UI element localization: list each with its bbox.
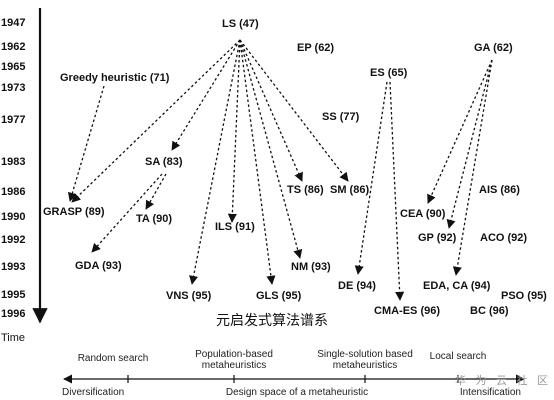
diversification-label: Diversification: [62, 387, 124, 398]
edge-ls-grasp: [71, 39, 241, 203]
node-ep: EP (62): [297, 42, 334, 54]
edge-ls-sa: [171, 39, 241, 151]
edge-greedy-grasp: [67, 85, 105, 202]
node-nm: NM (93): [291, 261, 331, 273]
node-ts: TS (86): [287, 184, 324, 196]
node-ga: GA (62): [474, 42, 513, 54]
category-population-based-line2: metaheuristics: [202, 360, 266, 371]
category-single-solution-line1: Single-solution based: [317, 349, 413, 360]
year-1962: 1962: [1, 41, 25, 53]
node-cea: CEA (90): [400, 208, 446, 220]
node-ls: LS (47): [222, 18, 259, 30]
node-sm: SM (86): [330, 184, 369, 196]
edge-ga-eda: [452, 59, 493, 276]
node-ta: TA (90): [136, 213, 172, 225]
category-local-search: Local search: [430, 351, 487, 362]
node-de: DE (94): [338, 280, 376, 292]
year-1983: 1983: [1, 156, 25, 168]
node-pso: PSO (95): [501, 290, 547, 302]
diagram-caption: 元启发式算法谱系: [216, 313, 328, 329]
node-ss: SS (77): [322, 111, 360, 123]
year-1986: 1986: [1, 186, 25, 198]
design-space-label: Design space of a metaheuristic: [226, 387, 368, 398]
edge-es-de: [354, 81, 388, 275]
node-sa: SA (83): [145, 156, 183, 168]
year-1996: 1996: [1, 308, 25, 320]
node-gda: GDA (93): [75, 260, 122, 272]
node-gls: GLS (95): [256, 290, 302, 302]
year-1973: 1973: [1, 82, 25, 94]
year-1993: 1993: [1, 261, 25, 273]
edge-sa-gda: [91, 173, 163, 253]
edge-ls-ts: [239, 39, 303, 182]
year-1977: 1977: [1, 114, 25, 126]
node-gp: GP (92): [418, 232, 457, 244]
intensification-label: Intensification: [460, 387, 521, 398]
year-1965: 1965: [1, 61, 25, 73]
node-ais: AIS (86): [479, 184, 520, 196]
node-grasp: GRASP (89): [43, 206, 105, 218]
node-bc: BC (96): [470, 305, 509, 317]
edge-ls-ils: [227, 39, 241, 223]
edge-sa-ta: [145, 173, 167, 210]
category-random-search: Random search: [78, 353, 149, 364]
year-1995: 1995: [1, 289, 25, 301]
watermark: 华 为 云 社 区: [455, 373, 551, 387]
node-ils: ILS (91): [215, 221, 255, 233]
node-aco: ACO (92): [480, 232, 527, 244]
year-1947: 1947: [1, 17, 25, 29]
year-1992: 1992: [1, 234, 25, 246]
edge-ls-gls: [239, 39, 276, 285]
category-population-based-line1: Population-based: [195, 349, 273, 360]
node-cma-es: CMA-ES (96): [374, 305, 440, 317]
time-axis-label: Time: [1, 332, 25, 344]
edge-es-cmaes: [389, 81, 405, 301]
edge-ga-gp: [446, 59, 493, 229]
edge-ga-cea: [427, 59, 493, 204]
year-1990: 1990: [1, 211, 25, 223]
category-single-solution-line2: metaheuristics: [333, 360, 397, 371]
edge-ls-vns: [189, 39, 241, 285]
node-vns: VNS (95): [166, 290, 212, 302]
node-es: ES (65): [370, 67, 408, 79]
node-greedy-heuristic: Greedy heuristic (71): [60, 72, 170, 84]
node-eda-ca: EDA, CA (94): [423, 280, 491, 292]
